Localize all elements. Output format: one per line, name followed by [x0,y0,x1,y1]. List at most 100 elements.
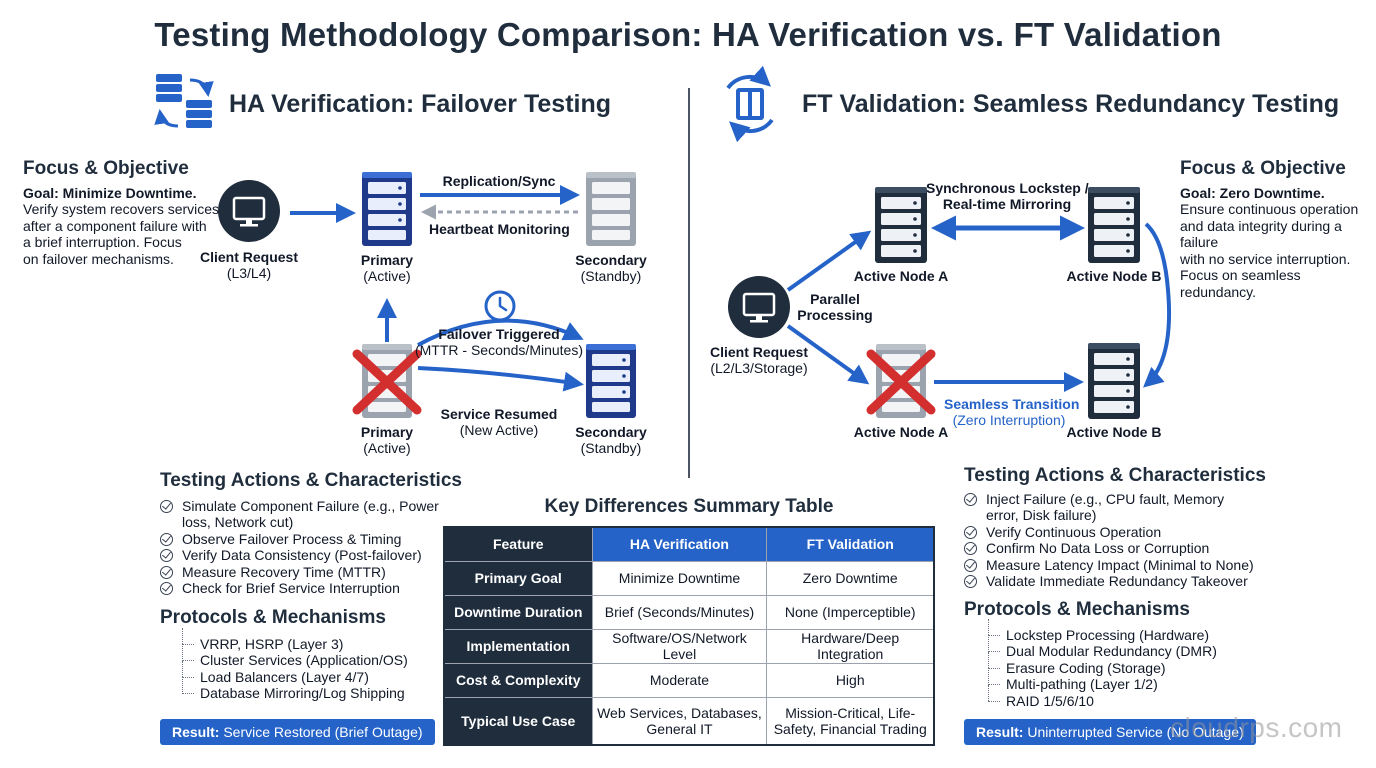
ft-lockstep-line1: Synchronous Lockstep / [926,180,1089,196]
servers-sync-icon [154,74,214,128]
ha-failed-primary-label: Primary (Active) [337,424,437,456]
check-circle-icon [160,582,173,596]
ha-failed-primary-label-text: Primary [360,424,414,440]
ft-focus-line: and data integrity during a failure [1180,217,1342,251]
ft-parallel-line1: Parallel [810,291,860,307]
table-row: Downtime Duration Brief (Seconds/Minutes… [443,594,935,630]
check-circle-icon [160,532,173,546]
ha-replication-label: Replication/Sync [442,173,556,189]
ha-focus-block: Focus & Objective Goal: Minimize Downtim… [23,158,219,267]
ha-action-text: Check for Brief Service Interruption [182,580,400,597]
table-header-row: Feature HA Verification FT Validation [443,526,935,562]
ha-resumed-label-text: Service Resumed [440,406,558,422]
ft-client-label: Client Request (L2/L3/Storage) [699,344,819,376]
table-cell: Zero Downtime [766,560,935,596]
ha-focus-goal: Goal: Minimize Downtime. [23,185,197,201]
list-item: RAID 1/5/6/10 [984,684,1254,709]
list-item: Database Mirroring/Log Shipping [178,677,430,701]
ft-transition-label: Seamless Transition (Zero Interruption) [944,396,1080,428]
table-row: Primary Goal Minimize Downtime Zero Down… [443,560,935,596]
ft-lockstep-label: Synchronous Lockstep / Real-time Mirrori… [926,180,1089,212]
check-circle-icon [964,575,977,589]
ft-to-node-a-arrow [786,230,872,292]
table-cell: Moderate [591,662,768,698]
list-item: Observe Failover Process & Timing [160,531,440,547]
ft-node-a-server-icon [875,187,927,263]
list-item: Multi-pathing (Layer 1/2) [984,668,1254,692]
table-cell: High [766,662,935,698]
ha-failover-sub: (MTTR - Seconds/Minutes) [414,342,584,358]
ha-actions-block: Testing Actions & Characteristics Simula… [160,470,462,597]
list-item: VRRP, HSRP (Layer 3) [178,627,430,652]
table-header-cell: Feature [443,526,593,562]
table-cell: Mission-Critical, Life-Safety, Financial… [766,696,935,746]
ft-focus-block: Focus & Objective Goal: Zero Downtime. E… [1180,158,1376,300]
table-header-cell: HA Verification [591,526,768,562]
ha-focus-heading: Focus & Objective [23,158,189,179]
table-row-header: Typical Use Case [443,696,593,746]
ha-client-label-text: Client Request [199,249,298,265]
ft-action-text: Confirm No Data Loss or Corruption [986,540,1210,557]
ha-client-sub: (L3/L4) [226,265,272,281]
ha-result-text: Service Restored (Brief Outage) [223,724,423,740]
table-row: Cost & Complexity Moderate High [443,662,935,698]
ha-new-secondary-sub: (Standby) [580,440,642,456]
ha-action-text: Verify Data Consistency (Post-failover) [182,547,422,564]
ft-transition-label-text: Seamless Transition [944,396,1080,412]
ft-continuity-arrow [1143,222,1172,388]
ft-focus-goal: Goal: Zero Downtime. [1180,185,1325,201]
section-divider [688,88,690,478]
server-sync-icon [726,65,774,143]
ft-section-title: FT Validation: Seamless Redundancy Testi… [802,90,1340,118]
check-circle-icon [160,549,173,563]
ft-action-text: Verify Continuous Operation [986,523,1162,540]
ft-focus-line: Focus on seamless redundancy. [1180,267,1301,300]
table-row: Implementation Software/OS/Network Level… [443,628,935,664]
list-item: Inject Failure (e.g., CPU fault, Memory … [964,491,1254,524]
ha-failover-label: Failover Triggered (MTTR - Seconds/Minut… [409,326,589,358]
ha-service-resumed-arrow [417,366,584,392]
ha-client-label: Client Request (L3/L4) [189,249,309,281]
ha-result-badge: Result: Service Restored (Brief Outage) [160,719,435,745]
ft-protocols-heading: Protocols & Mechanisms [964,599,1190,620]
table-row-header: Cost & Complexity [443,662,593,698]
table-row-header: Downtime Duration [443,594,593,630]
table-row-header: Primary Goal [443,560,593,596]
ft-protocols-block: Protocols & Mechanisms Lockstep Processi… [964,599,1254,709]
table-header-cell: FT Validation [766,526,935,562]
ha-focus-line: Verify system recovers services [23,201,220,217]
watermark: cloudrps.com [1170,712,1343,743]
ft-focus-line: Ensure continuous operation [1180,201,1359,217]
ft-lockstep-line2: Real-time Mirroring [942,196,1072,212]
ft-to-failed-node-a-arrow [786,324,870,385]
ha-secondary-server-icon [586,172,636,246]
ha-new-active-server-icon [586,344,636,418]
check-circle-icon [964,525,977,539]
ft-failed-node-a-label: Active Node A [853,424,949,440]
summary-table-title: Key Differences Summary Table [544,496,834,517]
ha-section-title: HA Verification: Failover Testing [229,90,612,118]
table-cell: Software/OS/Network Level [591,628,768,664]
ha-result-label: Result: [172,724,220,740]
ft-action-text: Validate Immediate Redundancy Takeover [986,573,1248,590]
ha-focus-line: on failover mechanisms. [23,250,174,267]
ha-secondary-sub: (Standby) [580,268,642,284]
list-item: Verify Data Consistency (Post-failover) [160,547,440,563]
ft-client-label-text: Client Request [709,344,808,360]
list-item: Dual Modular Redundancy (DMR) [984,635,1254,659]
ha-primary-sub: (Active) [363,268,411,284]
ha-failed-primary-sub: (Active) [363,440,411,456]
table-cell: Brief (Seconds/Minutes) [591,594,768,630]
ft-focus-heading: Focus & Objective [1180,158,1346,179]
ha-action-text: Observe Failover Process & Timing [182,530,402,547]
list-item: Validate Immediate Redundancy Takeover [964,573,1254,589]
ft-node-a-label: Active Node A [853,268,949,284]
summary-table: Feature HA Verification FT Validation Pr… [443,526,935,746]
ha-primary-label: Primary (Active) [337,252,437,284]
ft-actions-block: Testing Actions & Characteristics Inject… [964,465,1266,589]
check-circle-icon [964,558,977,572]
ft-actions-heading: Testing Actions & Characteristics [964,465,1266,486]
table-cell: Minimize Downtime [591,560,768,596]
ha-action-text: Measure Recovery Time (MTTR) [182,563,386,580]
